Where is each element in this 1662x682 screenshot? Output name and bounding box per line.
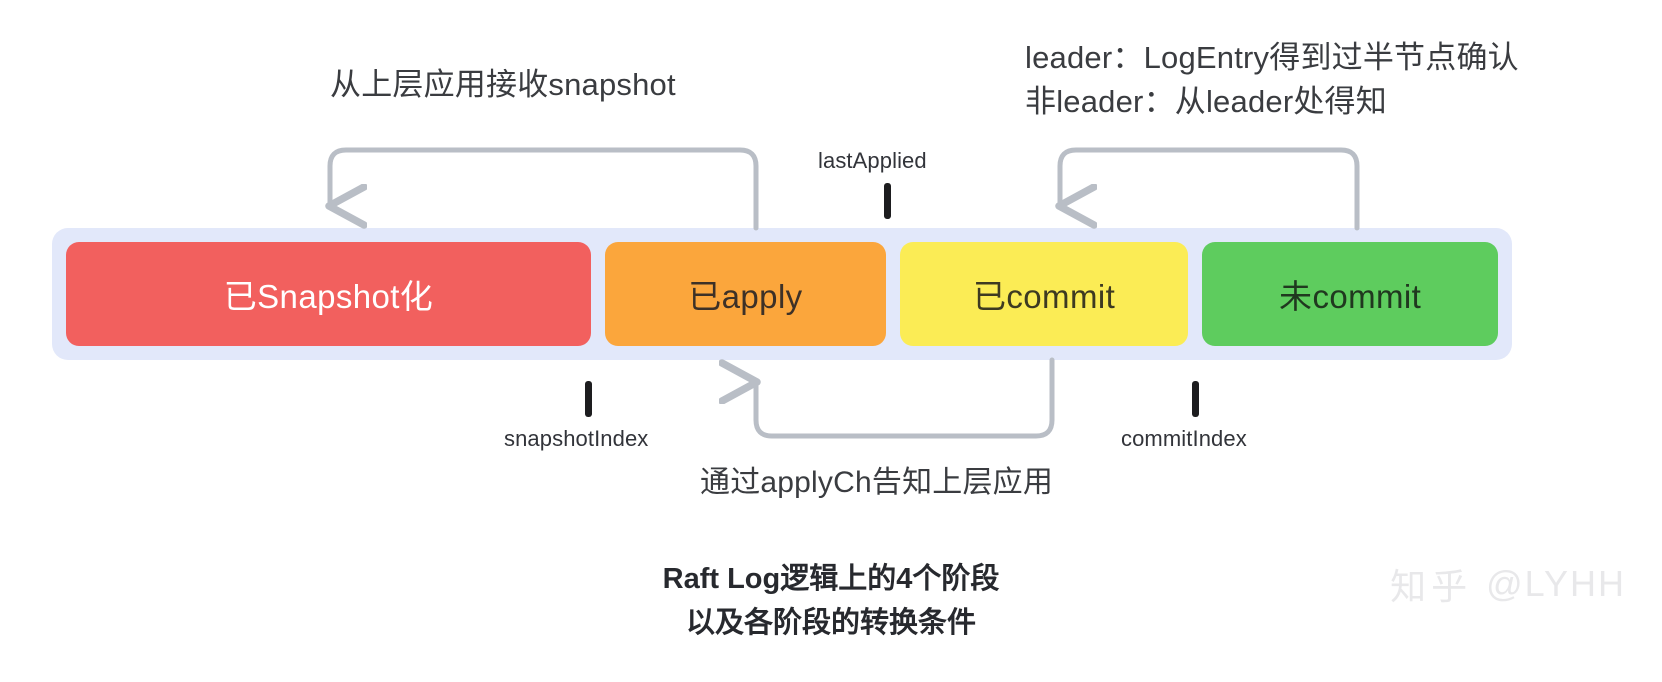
pointer-tick-last-applied [884,183,891,219]
caption-line-1: Raft Log逻辑上的4个阶段 [662,563,1000,595]
log-segment-label: 已Snapshot化 [223,278,434,315]
pointer-label-commit-index: commitIndex [1121,426,1247,451]
caption-line-2: 以及各阶段的转换条件 [685,606,976,639]
connector-commit [1060,147,1360,231]
log-segment-label: 已apply [688,278,803,315]
log-segment-label: 已commit [973,278,1116,315]
annotation-commit-rule-follower: 非leader：从leader处得知 [1025,84,1387,120]
annotation-snapshot-source: 从上层应用接收snapshot [330,67,676,102]
pointer-tick-snapshot-index [585,381,592,417]
pointer-label-last-applied: lastApplied [818,148,927,173]
log-segment-label: 未commit [1279,278,1422,315]
connector-snapshot-intake [330,147,759,231]
log-segment: 已Snapshot化 [66,242,591,346]
pointer-tick-commit-index [1192,381,1199,417]
annotation-applych-notify: 通过applyCh告知上层应用 [700,466,1054,499]
annotation-commit-rule: leader：LogEntry得到过半节点确认 非leader：从leader处… [1025,36,1519,124]
log-segment: 已commit [899,242,1189,346]
log-segment: 已apply [604,242,886,346]
watermark-site-name: 知乎 [1390,566,1473,607]
watermark-handle: @LYHH [1486,563,1626,604]
watermark: 知乎 @LYHH [1390,558,1626,610]
connector-applych [756,357,1055,439]
annotation-commit-rule-leader: leader：LogEntry得到过半节点确认 [1025,40,1519,75]
pointer-label-snapshot-index: snapshotIndex [504,426,649,451]
raft-log-bar: 已Snapshot化 已apply 已commit 未commit [52,228,1512,360]
log-segment: 未commit [1202,242,1498,346]
diagram-caption: Raft Log逻辑上的4个阶段 以及各阶段的转换条件 [0,558,1662,645]
log-segment-list: 已Snapshot化 已apply 已commit 未commit [66,242,1498,346]
